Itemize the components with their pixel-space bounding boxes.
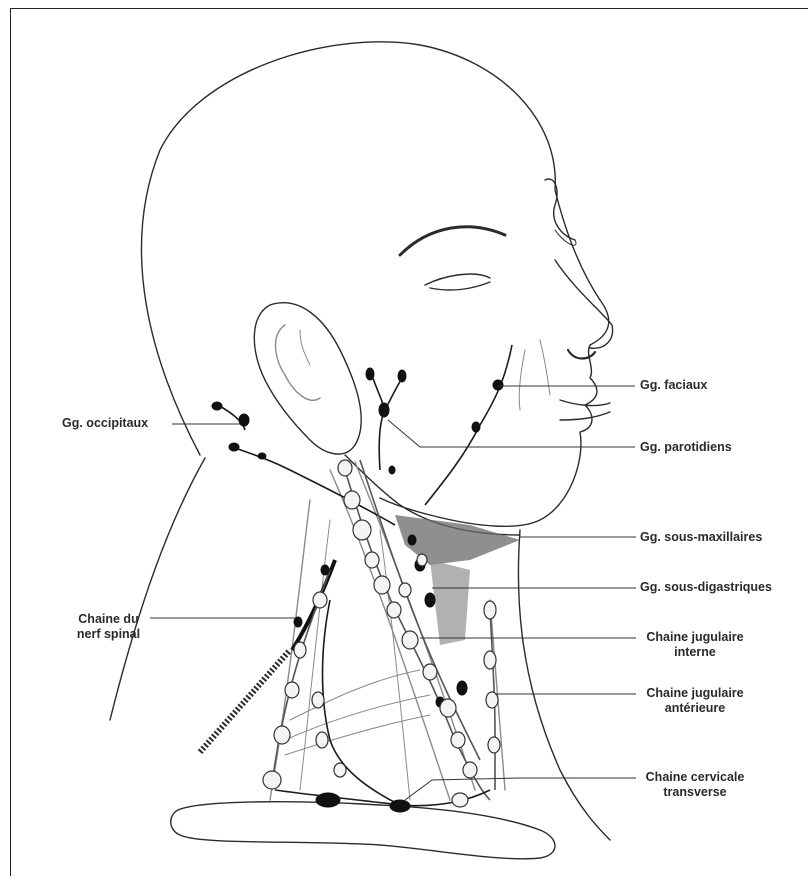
node bbox=[258, 453, 266, 459]
label-chaine-jugulaire-anterieure-line2: antérieure bbox=[640, 701, 750, 716]
node bbox=[365, 552, 379, 568]
node bbox=[313, 592, 327, 608]
node bbox=[239, 414, 249, 426]
label-chaine-jugulaire-anterieure-line1: Chaine jugulaire bbox=[640, 686, 750, 701]
leader-parotidiens bbox=[388, 420, 635, 447]
neck-back-outline bbox=[110, 458, 205, 720]
node bbox=[344, 491, 360, 509]
node bbox=[366, 368, 374, 380]
node bbox=[440, 699, 456, 717]
node bbox=[488, 737, 500, 753]
node bbox=[399, 583, 411, 597]
node bbox=[294, 642, 306, 658]
node bbox=[451, 732, 465, 748]
sternocleidomastoid-muscle bbox=[330, 470, 450, 800]
node bbox=[425, 593, 435, 607]
node bbox=[398, 370, 406, 382]
node bbox=[212, 402, 222, 410]
mouth bbox=[560, 400, 610, 406]
node bbox=[408, 535, 416, 545]
eye-lower bbox=[430, 282, 490, 290]
node bbox=[374, 576, 390, 594]
node bbox=[389, 466, 395, 474]
label-gg-faciaux: Gg. faciaux bbox=[640, 378, 707, 393]
node bbox=[387, 602, 401, 618]
label-chaine-nerf-spinal: Chaine du nerf spinal bbox=[66, 612, 151, 642]
node bbox=[229, 443, 239, 451]
label-gg-parotidiens: Gg. parotidiens bbox=[640, 440, 732, 455]
node bbox=[390, 800, 410, 812]
label-gg-occipitaux: Gg. occipitaux bbox=[62, 416, 148, 431]
node bbox=[316, 793, 340, 807]
label-chaine-jugulaire-interne-line2: interne bbox=[640, 645, 750, 660]
node bbox=[493, 380, 503, 390]
node bbox=[457, 681, 467, 695]
node bbox=[321, 565, 329, 575]
node bbox=[274, 726, 290, 744]
label-chaine-cervicale-transverse-line1: Chaine cervicale bbox=[640, 770, 750, 785]
label-chaine-cervicale-transverse: Chaine cervicale transverse bbox=[640, 770, 750, 800]
clavicle bbox=[171, 802, 555, 859]
node bbox=[263, 771, 281, 789]
node bbox=[353, 520, 371, 540]
ear-outline bbox=[254, 303, 361, 454]
label-chaine-jugulaire-anterieure: Chaine jugulaire antérieure bbox=[640, 686, 750, 716]
node bbox=[417, 554, 427, 566]
eye-upper bbox=[425, 274, 490, 285]
node bbox=[338, 460, 352, 476]
label-gg-sous-digastriques: Gg. sous-digastriques bbox=[640, 580, 772, 595]
leader-cervicale-transverse bbox=[405, 778, 636, 800]
node bbox=[334, 763, 346, 777]
node bbox=[285, 682, 299, 698]
label-chaine-nerf-spinal-line2: nerf spinal bbox=[66, 627, 151, 642]
node bbox=[379, 403, 389, 417]
node bbox=[312, 692, 324, 708]
label-chaine-jugulaire-interne-line1: Chaine jugulaire bbox=[640, 630, 750, 645]
label-gg-sous-maxillaires: Gg. sous-maxillaires bbox=[640, 530, 762, 545]
label-chaine-jugulaire-interne: Chaine jugulaire interne bbox=[640, 630, 750, 660]
node bbox=[463, 762, 477, 778]
head-outline bbox=[141, 42, 608, 526]
node bbox=[452, 793, 468, 807]
node bbox=[472, 422, 480, 432]
node bbox=[402, 631, 418, 649]
node bbox=[316, 732, 328, 748]
label-chaine-nerf-spinal-line1: Chaine du bbox=[66, 612, 151, 627]
node bbox=[484, 601, 496, 619]
node bbox=[423, 664, 437, 680]
node bbox=[484, 651, 496, 669]
label-chaine-cervicale-transverse-line2: transverse bbox=[640, 785, 750, 800]
eyebrow bbox=[400, 227, 505, 255]
neck-front-outline bbox=[518, 530, 610, 840]
